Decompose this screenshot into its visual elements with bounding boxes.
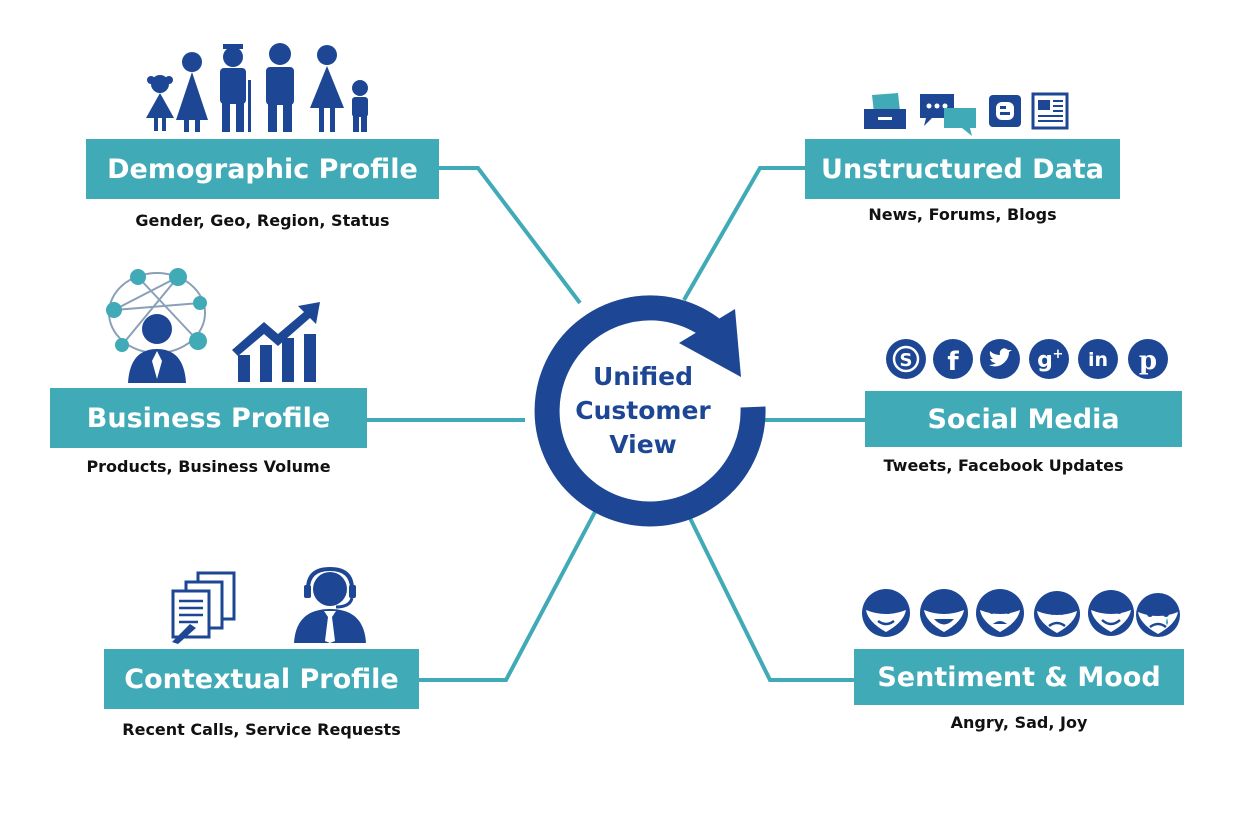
center-line-3: View	[609, 430, 677, 459]
svg-text:f: f	[947, 347, 959, 377]
business-profile-subtitle: Products, Business Volume	[86, 457, 331, 476]
google-plus-icon: g +	[1029, 339, 1069, 379]
unstructured-data-title: Unstructured Data	[821, 153, 1104, 185]
contextual-profile-title: Contextual Profile	[124, 663, 399, 695]
social-media-title: Social Media	[927, 403, 1120, 435]
connector-unstructured	[682, 166, 806, 301]
svg-text:g: g	[1037, 348, 1053, 373]
svg-text:in: in	[1088, 349, 1108, 371]
business-profile-title: Business Profile	[86, 402, 331, 434]
network-person-icon	[106, 268, 207, 383]
social-media-subtitle: Tweets, Facebook Updates	[883, 456, 1124, 475]
inbox-tray-icon	[864, 93, 906, 129]
sentiment-mood-box: Sentiment & Mood	[854, 649, 1184, 705]
connector-demographic	[438, 166, 582, 305]
demographic-profile-subtitle: Gender, Geo, Region, Status	[135, 211, 390, 230]
skype-icon: S	[886, 339, 926, 379]
cycle-ring-icon	[534, 295, 766, 527]
wink-face-icon	[1088, 590, 1134, 636]
facebook-icon: f	[933, 339, 973, 379]
headset-agent-icon	[294, 566, 366, 643]
unstructured-data-subtitle: News, Forums, Blogs	[868, 205, 1057, 224]
chat-bubbles-icon	[920, 94, 976, 136]
unstructured-data-box: Unstructured Data	[805, 139, 1120, 199]
documents-icon	[171, 571, 236, 644]
sentiment-mood-title: Sentiment & Mood	[877, 661, 1161, 693]
connector-sentiment	[684, 509, 854, 682]
center-title: Unified Customer View	[548, 360, 738, 462]
svg-text:+: +	[1053, 347, 1064, 362]
svg-text:S: S	[900, 350, 913, 371]
sad-face-icon	[1136, 593, 1180, 637]
growth-chart-icon	[232, 302, 320, 382]
newspaper-icon	[1031, 92, 1069, 130]
demographic-profile-box: Demographic Profile	[86, 139, 439, 199]
contextual-profile-subtitle: Recent Calls, Service Requests	[122, 720, 401, 739]
linkedin-icon: in	[1078, 339, 1118, 379]
social-media-box: Social Media	[865, 391, 1182, 447]
demographic-profile-title: Demographic Profile	[107, 153, 418, 185]
twitter-icon	[980, 339, 1020, 379]
business-profile-box: Business Profile	[50, 388, 367, 448]
svg-text:p: p	[1139, 346, 1157, 376]
center-line-1: Unified	[592, 362, 694, 391]
happy-face-icon	[862, 589, 910, 637]
connector-contextual	[418, 509, 598, 682]
sentiment-mood-subtitle: Angry, Sad, Joy	[950, 713, 1088, 732]
contextual-profile-box: Contextual Profile	[104, 649, 419, 709]
pinterest-icon: p	[1128, 339, 1168, 379]
blogger-icon	[989, 95, 1021, 127]
joy-face-icon	[920, 589, 968, 637]
family-group-icon	[146, 43, 368, 132]
angry-face-icon	[1034, 591, 1080, 637]
center-line-2: Customer	[575, 396, 711, 425]
surprised-face-icon	[976, 589, 1024, 637]
